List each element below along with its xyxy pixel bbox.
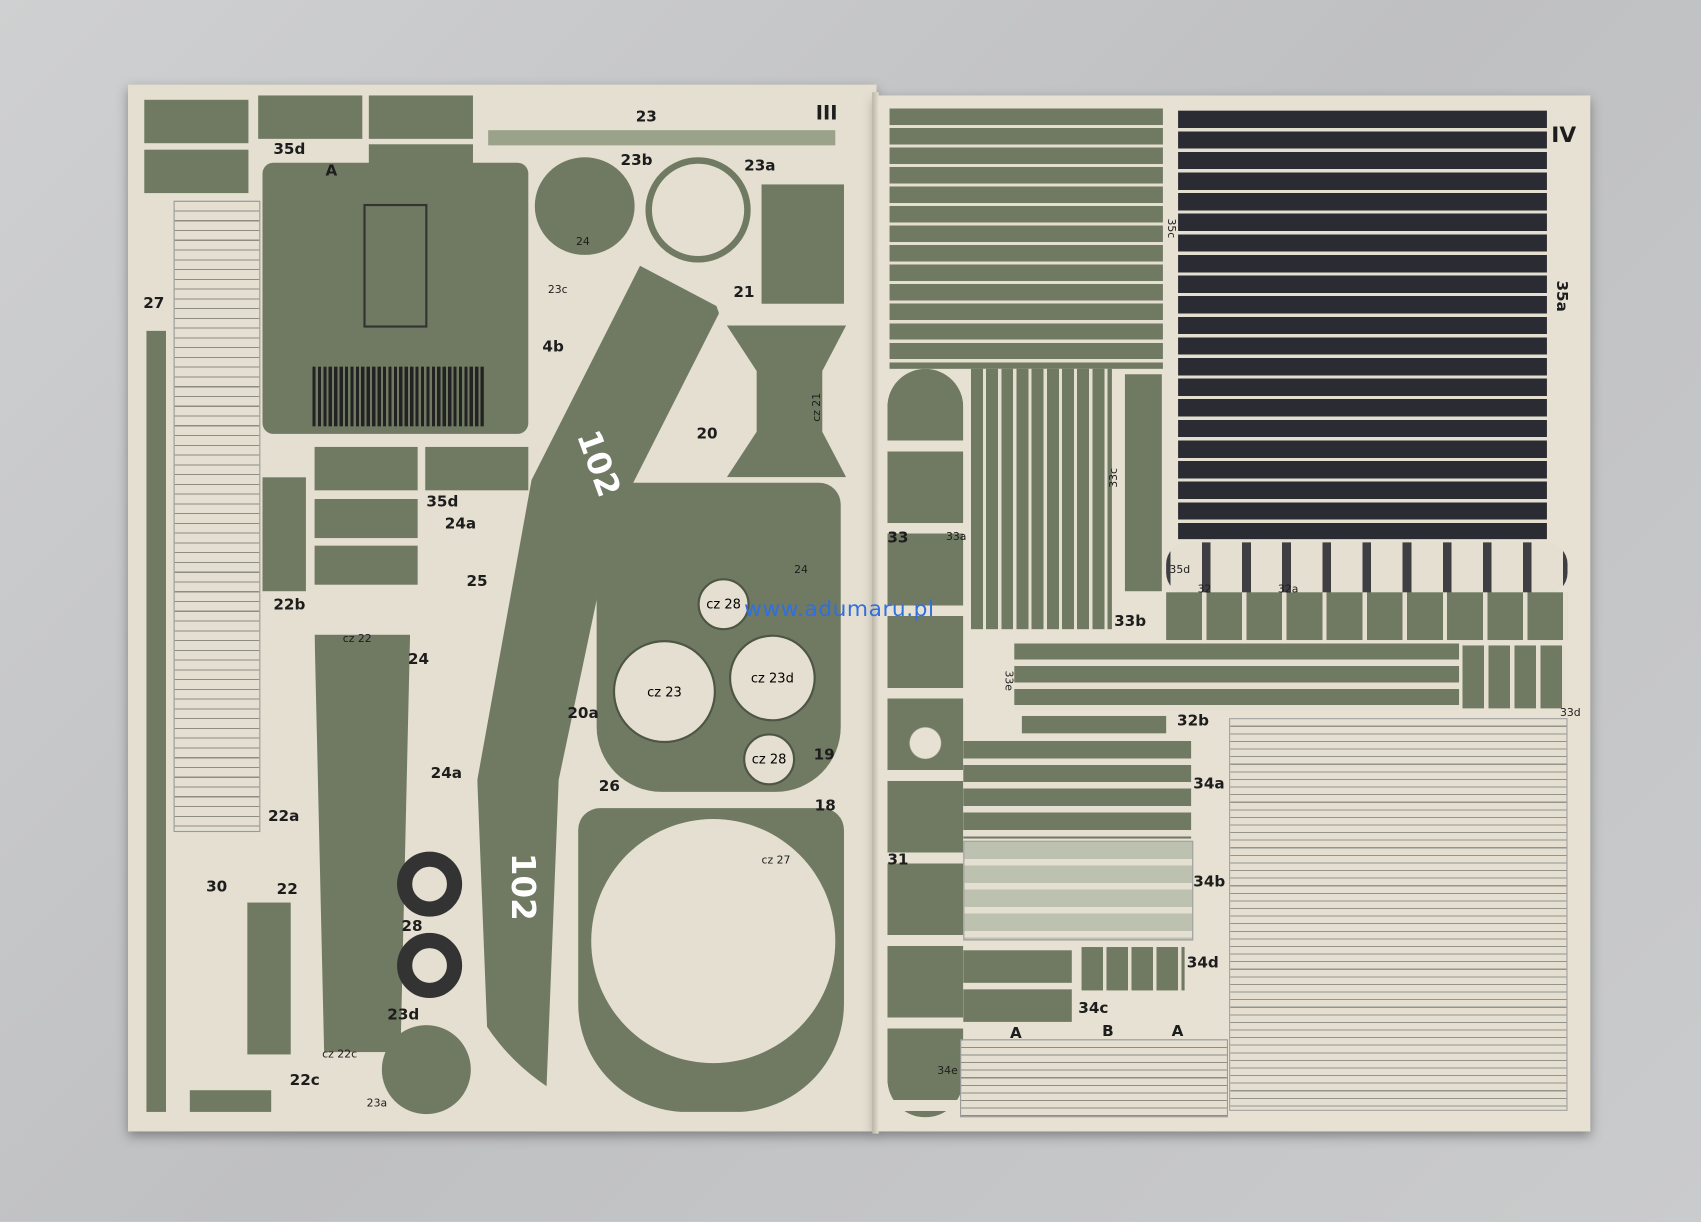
circle-cz23: cz 23 bbox=[612, 640, 716, 744]
part-label: 33b bbox=[1114, 612, 1147, 631]
part-label: 24a bbox=[430, 764, 463, 783]
part-label: cz 21 bbox=[811, 392, 824, 422]
part-label: A bbox=[1171, 1022, 1184, 1041]
big-disc-18 bbox=[591, 819, 836, 1064]
part-label: 23a bbox=[744, 157, 776, 175]
label: cz 28 bbox=[706, 596, 741, 612]
page-number-left: III bbox=[815, 101, 838, 125]
part-label: 34b bbox=[1193, 873, 1226, 891]
part-22-long bbox=[314, 634, 411, 1053]
part-label: cz 27 bbox=[761, 854, 791, 867]
part-label: 23c bbox=[547, 284, 568, 297]
dark-stripes-35a bbox=[1178, 110, 1547, 540]
part-label: 22a bbox=[267, 808, 300, 826]
part-label: 34c bbox=[1078, 1000, 1109, 1018]
part-label: 35d bbox=[273, 141, 306, 159]
part-label: A bbox=[325, 162, 338, 181]
part-label: cz 22 bbox=[342, 633, 372, 646]
part-label: 26 bbox=[598, 777, 620, 796]
part-label: 35d bbox=[426, 493, 459, 511]
part-label: 4b bbox=[542, 338, 564, 356]
part-label: 33c bbox=[1108, 467, 1121, 488]
part-label: 25 bbox=[466, 572, 488, 591]
circle-cz28b: cz 28 bbox=[743, 733, 796, 786]
stripes-35c bbox=[889, 108, 1163, 369]
part-label: 24 bbox=[794, 564, 808, 577]
part-label: 18 bbox=[814, 797, 836, 815]
part-label: 35a bbox=[1552, 280, 1571, 312]
part-label: 33d bbox=[1559, 707, 1581, 720]
part-label: 32 bbox=[1197, 583, 1212, 596]
label: cz 28 bbox=[751, 751, 787, 767]
tank-number-marking: 102 bbox=[503, 852, 542, 921]
part-label: 22c bbox=[289, 1071, 320, 1090]
part-label: 34e bbox=[937, 1065, 958, 1078]
part-label: 20a bbox=[567, 705, 599, 723]
part-label: 27 bbox=[143, 295, 165, 313]
part-label: cz 22c bbox=[322, 1049, 358, 1061]
part-label: B bbox=[1102, 1022, 1114, 1041]
wheel-rings bbox=[887, 368, 964, 1118]
watermark: www.adumaru.pl bbox=[744, 595, 935, 622]
part-label: 21 bbox=[733, 284, 755, 302]
part-label: 24 bbox=[407, 650, 430, 669]
part-label: 35c bbox=[1164, 218, 1177, 239]
part-label: 23d bbox=[387, 1006, 420, 1025]
part-label: 34a bbox=[1193, 775, 1225, 793]
circle-cz23d: cz 23d bbox=[728, 634, 816, 722]
part-label: A bbox=[1009, 1025, 1022, 1043]
part-label: 23a bbox=[366, 1097, 388, 1110]
part-label: 28 bbox=[401, 917, 423, 936]
part-label: 32b bbox=[1177, 712, 1210, 731]
part-label: 33e bbox=[1002, 670, 1015, 691]
part-label: 31 bbox=[887, 851, 909, 869]
part-label: 20 bbox=[696, 425, 718, 443]
part-label: 35d bbox=[1169, 564, 1191, 577]
part-label: 23b bbox=[620, 151, 653, 170]
part-label: 33a bbox=[945, 531, 967, 544]
part-label: 23 bbox=[635, 108, 657, 126]
part-label: 19 bbox=[813, 746, 835, 764]
part-label: 24 bbox=[576, 236, 590, 249]
part-label: 33 bbox=[887, 529, 909, 547]
circle-cz28: cz 28 bbox=[697, 578, 750, 631]
part-label: 32a bbox=[1277, 583, 1299, 596]
page-number-right: IV bbox=[1551, 121, 1577, 148]
part-label: 22 bbox=[276, 880, 298, 899]
part-label: 30 bbox=[206, 878, 228, 897]
label: cz 23 bbox=[647, 683, 682, 700]
part-label: 24a bbox=[444, 515, 477, 533]
spine bbox=[872, 92, 879, 1134]
label: cz 23d bbox=[750, 670, 794, 686]
part-label: 34d bbox=[1186, 954, 1219, 972]
part-label: 22b bbox=[273, 596, 306, 614]
